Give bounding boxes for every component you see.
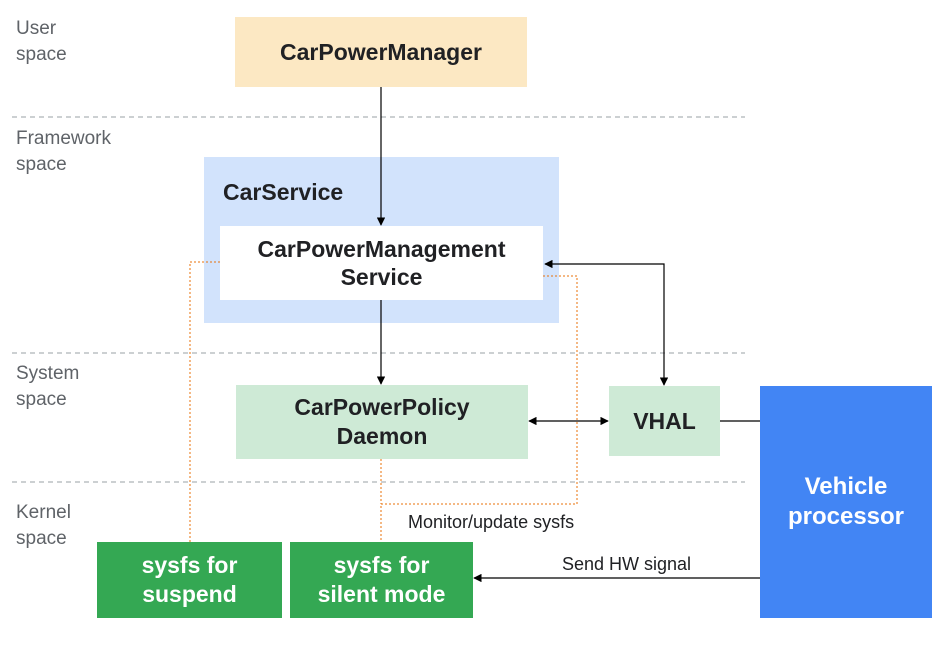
layer-label-line: space (16, 389, 67, 410)
vhal-label: VHAL (633, 407, 696, 434)
car-power-manager-label: CarPowerManager (280, 38, 482, 65)
layer-label-line: space (16, 528, 67, 549)
dotted-cpms-to-sysfs-silent (380, 275, 578, 542)
layer-label-line: User (16, 18, 57, 39)
monitor-update-sysfs-label: Monitor/update sysfs (408, 512, 575, 532)
sysfs-silent-mode-box: sysfs for silent mode (290, 542, 473, 618)
cpms-label-line: CarPowerManagement (257, 236, 506, 262)
layer-label-user: User space (16, 16, 67, 68)
cpms-label-line: Service (340, 264, 423, 290)
layer-label-line: Kernel (16, 502, 71, 523)
arrow-cpms-vhal (544, 259, 669, 386)
send-hw-signal-label: Send HW signal (562, 554, 692, 574)
cppd-label-line: CarPowerPolicy (294, 394, 470, 420)
vehicle-processor-label-line: processor (787, 503, 905, 530)
dotted-cpms-to-sysfs-suspend (189, 261, 220, 542)
vehicle-processor-box: Vehicle processor (760, 386, 932, 618)
cppd-label-line: Daemon (336, 423, 428, 449)
sysfs-silent-label-line: sysfs for (333, 552, 430, 578)
layer-label-line: space (16, 154, 67, 175)
car-service-label: CarService (223, 179, 344, 205)
sysfs-suspend-label-line: sysfs for (141, 552, 238, 578)
layer-label-line: Framework (16, 128, 112, 149)
layer-label-line: System (16, 363, 80, 384)
vehicle-processor-label-line: Vehicle (804, 473, 888, 500)
layer-label-framework: Framework space (16, 126, 111, 178)
sysfs-silent-label-line: silent mode (317, 581, 446, 607)
layer-label-line: space (16, 44, 67, 65)
sysfs-suspend-box: sysfs for suspend (97, 542, 282, 618)
car-power-management-service-box: CarPowerManagement Service (220, 226, 543, 300)
layer-label-system: System space (16, 361, 79, 413)
sysfs-suspend-label-line: suspend (142, 581, 237, 607)
car-power-policy-daemon-box: CarPowerPolicy Daemon (236, 385, 528, 459)
car-power-manager-box: CarPowerManager (235, 17, 527, 87)
layer-label-kernel: Kernel space (16, 500, 71, 552)
vhal-box: VHAL (609, 386, 720, 456)
